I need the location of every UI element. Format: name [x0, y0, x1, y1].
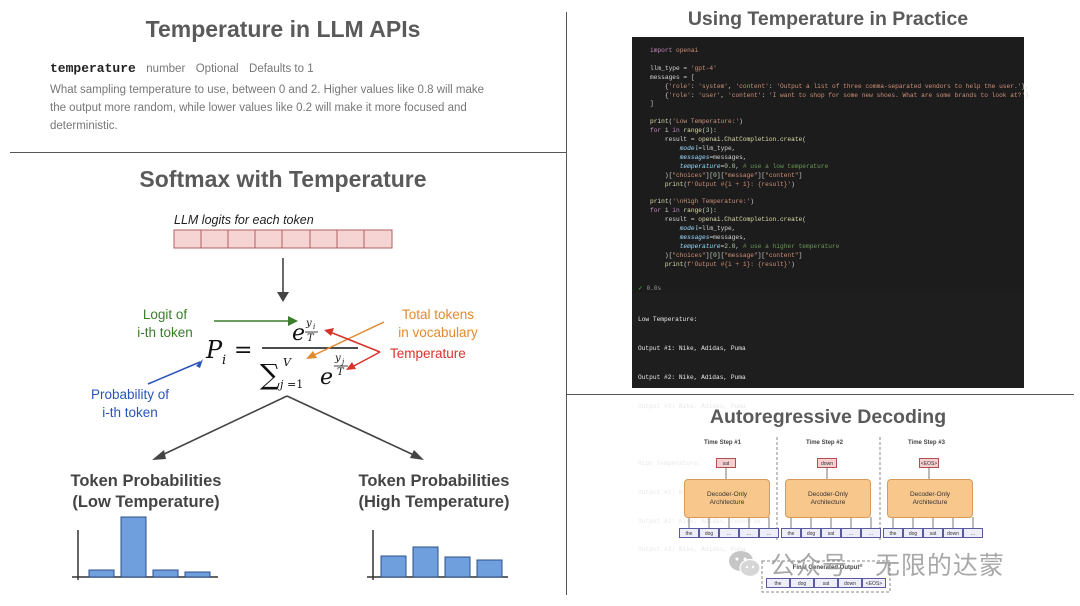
down-arrow-icon — [277, 258, 289, 302]
softmax-diagram: P i = e y i T ∑ V j =1 e y j T — [72, 229, 508, 580]
high-bar-1 — [380, 555, 407, 578]
low-bar-3 — [152, 569, 179, 578]
low-bar-1 — [88, 569, 115, 578]
practice-title: Using Temperature in Practice — [687, 8, 969, 30]
vertical-divider — [566, 12, 567, 595]
param-row: temperature number Optional Defaults to … — [50, 59, 314, 77]
output-token-1: sat — [716, 458, 736, 468]
param-default: Defaults to 1 — [249, 63, 314, 75]
temperature-label: Temperature — [390, 346, 466, 361]
low-temp-label: Token Probabilities (Low Temperature) — [70, 472, 222, 511]
low-bar-4 — [184, 571, 211, 578]
low-temp-histogram — [72, 516, 218, 580]
softmax-formula: P i = e y i T ∑ V j =1 e y j T — [205, 318, 358, 391]
svg-text:j: j — [340, 358, 345, 366]
param-description: What sampling temperature to use, betwee… — [50, 84, 485, 132]
watermark-text: 公众号 · 无限的达蒙 — [770, 551, 1005, 580]
input-token: ... — [963, 528, 983, 538]
final-token: <EOS> — [862, 578, 886, 588]
wechat-icon — [729, 551, 761, 578]
final-token: dog — [790, 578, 814, 588]
high-temp-histogram — [367, 530, 508, 580]
code-cell: import openai llm_type = 'gpt-4' message… — [632, 37, 1029, 293]
svg-text:∑: ∑ — [260, 358, 280, 391]
input-token: the — [679, 528, 699, 538]
left-horizontal-divider — [10, 152, 566, 153]
input-token: ... — [841, 528, 861, 538]
final-token: the — [766, 578, 790, 588]
code-block: import openai llm_type = 'gpt-4' message… — [650, 47, 1029, 268]
check-icon: ✓ — [638, 285, 644, 292]
svg-text:e: e — [320, 365, 333, 390]
softmax-title: Softmax with Temperature — [139, 166, 427, 192]
svg-text:y: y — [305, 318, 312, 329]
time-step-3: Time Step #3 — [908, 440, 945, 446]
input-token: ... — [719, 528, 739, 538]
final-token: down — [838, 578, 862, 588]
code-notebook: import openai llm_type = 'gpt-4' message… — [632, 37, 1029, 553]
right-horizontal-divider — [567, 394, 1074, 395]
input-token: the — [781, 528, 801, 538]
exec-time: ✓ 0.0s — [638, 285, 662, 292]
vocab-label: Total tokens in vocabulary — [398, 307, 478, 340]
input-token: dog — [801, 528, 821, 538]
branch-arrows — [152, 395, 424, 460]
high-bar-4 — [476, 559, 503, 578]
high-temp-label: Token Probabilities (High Temperature) — [358, 472, 510, 511]
svg-text:P: P — [205, 336, 223, 364]
input-token: ... — [759, 528, 779, 538]
input-token: dog — [903, 528, 923, 538]
code-output: Low Temperature: Output #1: Nike, Adidas… — [638, 316, 761, 554]
time-step-2: Time Step #2 — [806, 440, 843, 446]
temperature-arrows — [324, 328, 381, 370]
probability-arrow — [147, 359, 203, 385]
svg-text:i: i — [222, 353, 226, 368]
svg-text:V: V — [283, 356, 292, 369]
watermark: 公众号 · 无限的达蒙 — [728, 546, 1005, 582]
param-type: number — [146, 63, 186, 75]
low-bar-2 — [120, 516, 147, 578]
probability-label: Probability of i-th token — [90, 387, 170, 420]
output-token-2: down — [817, 458, 837, 468]
decoding-title: Autoregressive Decoding — [709, 406, 947, 428]
svg-text:T: T — [307, 333, 315, 344]
api-title: Temperature in LLM APIs — [145, 16, 421, 42]
input-token: down — [943, 528, 963, 538]
logit-label: Logit of i-th token — [137, 307, 193, 340]
input-token: the — [883, 528, 903, 538]
output-token-3: <EOS> — [919, 458, 939, 468]
svg-text:j: j — [277, 378, 284, 391]
svg-text:i: i — [313, 323, 315, 331]
input-token: ... — [739, 528, 759, 538]
svg-text:T: T — [337, 367, 345, 378]
input-token: sat — [821, 528, 841, 538]
input-token: ... — [861, 528, 881, 538]
svg-text:=: = — [234, 338, 252, 363]
input-token: sat — [923, 528, 943, 538]
time-step-1: Time Step #1 — [704, 440, 741, 446]
param-optional: Optional — [195, 63, 239, 75]
final-output-label: Final Generated Output — [792, 565, 860, 571]
svg-text:=1: =1 — [287, 378, 303, 391]
final-token: sat — [814, 578, 838, 588]
logits-label: LLM logits for each token — [174, 213, 314, 227]
param-name: temperature — [50, 61, 136, 76]
logit-arrow — [214, 316, 298, 326]
input-token: dog — [699, 528, 719, 538]
high-bar-2 — [412, 546, 439, 578]
high-bar-3 — [444, 556, 471, 578]
svg-text:e: e — [292, 321, 305, 346]
svg-text:y: y — [334, 353, 341, 364]
logits-bar — [173, 229, 393, 249]
